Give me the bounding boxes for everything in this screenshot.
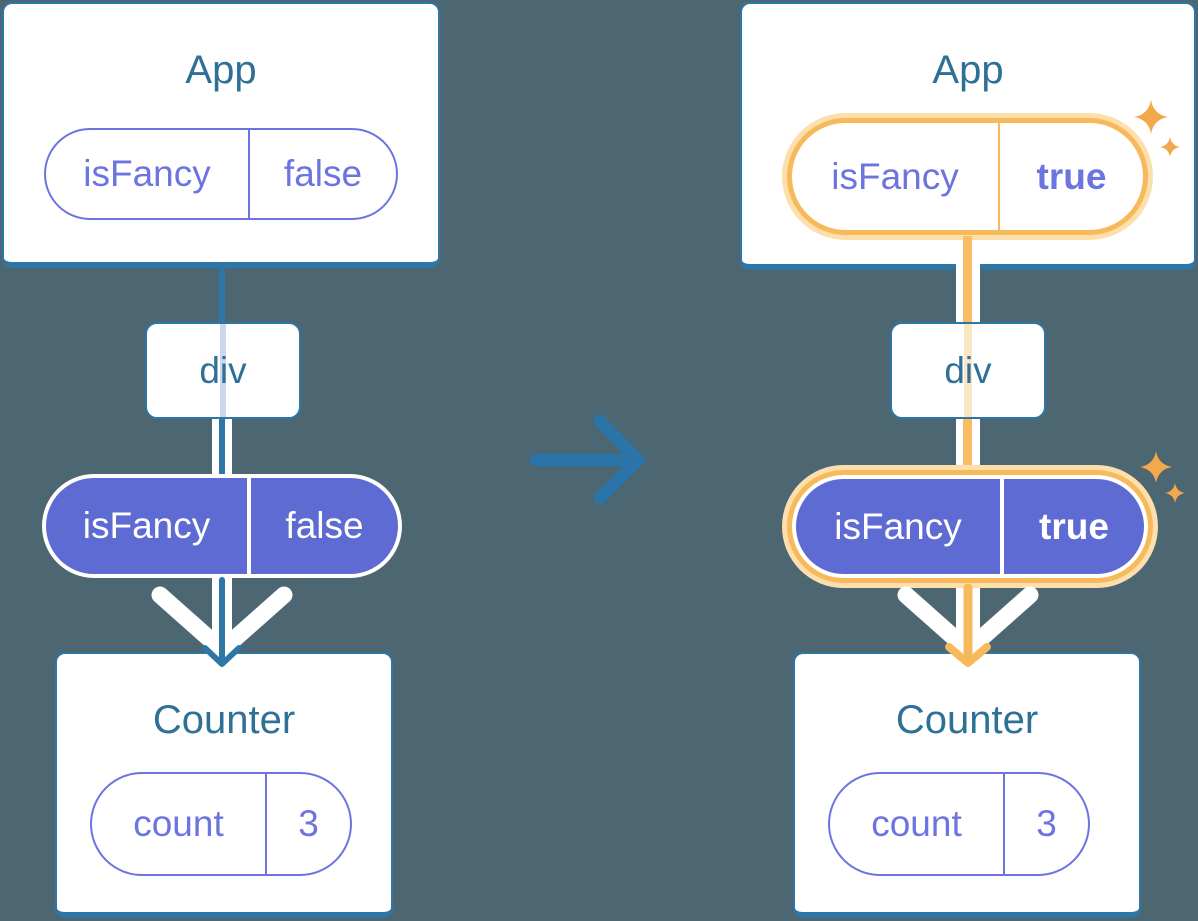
- pill-value: false: [285, 505, 364, 546]
- div-node-after: div: [890, 322, 1046, 419]
- prop-pill-isfancy-after: isFancy true: [782, 465, 1158, 588]
- sparkle-icon: [1165, 483, 1185, 503]
- counter-card-after: Counter count 3: [793, 652, 1141, 918]
- prop-passthrough-line: [964, 324, 972, 417]
- pill-value: 3: [298, 803, 319, 844]
- app-title: App: [185, 48, 257, 92]
- div-label: div: [944, 349, 992, 391]
- state-pill-count-before: count 3: [90, 772, 352, 876]
- prop-pipe-after-lower: [956, 588, 980, 640]
- pill-key: count: [133, 803, 224, 844]
- pill-key: isFancy: [834, 505, 962, 547]
- prop-pipe-before-upper: [212, 417, 232, 479]
- app-card-before: App isFancy false: [2, 2, 440, 268]
- pill-value: false: [283, 153, 363, 194]
- prop-passthrough-line: [220, 324, 226, 417]
- state-pill-count-after: count 3: [828, 772, 1090, 876]
- pill-value: 3: [1036, 803, 1057, 844]
- pill-divider: [265, 774, 267, 874]
- counter-card-before: Counter count 3: [55, 652, 393, 918]
- transition-arrowhead-icon: [593, 414, 645, 505]
- pill-value: true: [1036, 155, 1107, 197]
- prop-pill-isfancy-before: isFancy false: [42, 474, 402, 578]
- pill-divider: [1000, 479, 1004, 574]
- highlight-ring: isFancy true: [787, 470, 1153, 583]
- pill-key: isFancy: [83, 153, 211, 194]
- div-label: div: [199, 349, 247, 391]
- context-edge-core: [963, 417, 972, 477]
- counter-title: Counter: [895, 698, 1039, 742]
- counter-title: Counter: [152, 698, 296, 742]
- pill-divider: [247, 478, 251, 574]
- pill-divider: [1003, 774, 1005, 874]
- pill-key: isFancy: [831, 155, 959, 197]
- sparkle-icon: [1140, 451, 1172, 483]
- pill-key: count: [871, 803, 962, 844]
- state-pill-isfancy-after: isFancy true: [782, 113, 1153, 240]
- state-pill-isfancy-before: isFancy false: [44, 128, 398, 220]
- tree-edge-core: [219, 417, 225, 479]
- pill-value: true: [1039, 505, 1109, 547]
- pill-divider: [998, 123, 1000, 230]
- context-edge-app-div-after: [963, 236, 972, 326]
- app-card-after: App isFancy true: [740, 2, 1196, 270]
- pill-key: isFancy: [82, 505, 211, 546]
- app-title: App: [932, 48, 1004, 92]
- highlight-ring: isFancy true: [787, 118, 1148, 235]
- tree-edge-app-div-before: [219, 264, 225, 324]
- prop-pipe-before-lower: [212, 578, 232, 640]
- pill-divider: [248, 130, 250, 218]
- div-node-before: div: [145, 322, 301, 419]
